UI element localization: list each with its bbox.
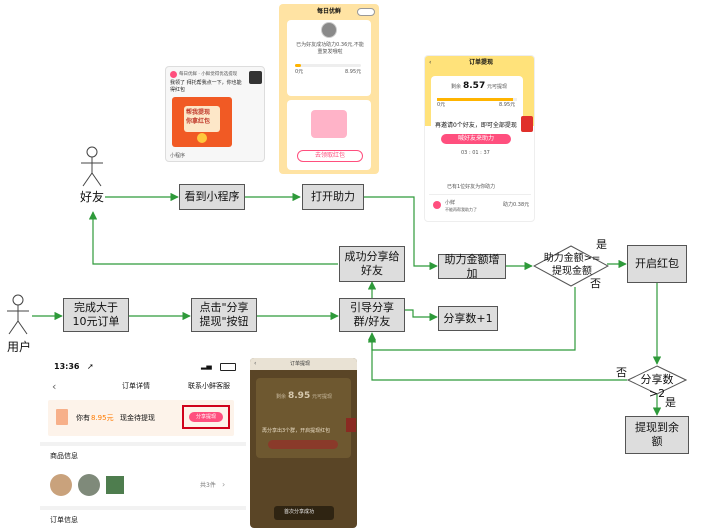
signal-icon: ▂▄	[201, 362, 212, 370]
status-time: 13:36	[54, 362, 80, 371]
thumbnail-icon	[249, 71, 262, 84]
goods-count[interactable]: 共3件	[200, 482, 216, 489]
progress-right-label: 8.95元	[499, 102, 516, 108]
node-guide-share: 引导分享群/好友	[339, 298, 405, 332]
location-icon: ➚	[87, 362, 94, 371]
node-share-plus-one: 分享数+1	[438, 306, 498, 331]
node-help-amount-increase: 助力金额增加	[438, 253, 506, 280]
help-bar-right: 8.95元	[345, 69, 362, 75]
edge-label-share-no: 否	[616, 366, 627, 379]
coupon-icon	[56, 409, 68, 425]
user-actor-icon	[7, 294, 29, 335]
friend-amount: 助力0.38元	[503, 202, 530, 208]
share-success-toast: 首次分享成功	[274, 506, 334, 520]
product-thumb-2	[78, 474, 100, 496]
back-icon[interactable]: ‹	[429, 59, 432, 66]
brand-logo-icon	[170, 71, 177, 78]
node-open-help: 打开助力	[302, 184, 364, 210]
arrow-sharecheck-no-to-guide	[367, 334, 627, 381]
node-open-red-packet: 开启红包	[627, 245, 687, 283]
friend-name: 小鲜	[445, 200, 456, 206]
progress-amount: 8.57	[463, 81, 486, 91]
red-envelope-icon	[521, 116, 533, 132]
user-actor-label: 用户	[7, 340, 32, 354]
help-cta-button[interactable]: 去领取红包	[297, 150, 363, 162]
arrow-open-to-amount	[364, 196, 438, 271]
invite-friend-button[interactable]: 喊好友来助力	[441, 134, 511, 144]
edge-label-amount-no: 否	[590, 277, 601, 290]
help-progress-bar	[295, 64, 361, 67]
progress-bar	[437, 98, 517, 101]
friend-actor-icon	[81, 146, 103, 187]
order-page-title: 订单详情	[122, 382, 150, 390]
node-order-over-10: 完成大于10元订单	[63, 298, 129, 332]
progress-left-label: 0元	[437, 102, 446, 108]
invite-text: 再邀请0个好友，即可全部提现	[435, 122, 517, 129]
edge-label-amount-yes: 是	[596, 238, 607, 251]
help-page-screenshot: 每日优鲜 已为好友成功助力0.36元,不能重复发哦啦 0元 8.95元 去领取红…	[279, 4, 379, 174]
progress-page-screenshot: ‹ 订单提现 剩余 8.57 元可提现 0元 8.95元 再邀请0个好友，即可全…	[424, 55, 535, 222]
share-withdraw-highlight: 分享提现	[182, 405, 230, 429]
node-see-mini-program: 看到小程序	[179, 184, 245, 210]
cash-amount: 8.95元	[91, 414, 114, 422]
countdown: 03 : 01 : 37	[461, 150, 490, 156]
help-bar-left: 0元	[295, 69, 304, 75]
product-thumb-1	[50, 474, 72, 496]
dark-overlay-screenshot: ‹ 订单提现 剩余 8.95 元可提现 再分享出3个群，开启提现红包 首次分享成…	[250, 358, 357, 528]
order-back-icon[interactable]: ‹	[52, 380, 57, 393]
friend-note: 不能再帮我助力了	[445, 207, 477, 212]
friend-record-avatar-icon	[433, 201, 441, 209]
contact-service-link[interactable]: 联系小鲜客服	[188, 382, 230, 390]
red-packet-image: 帮我提现 你拿红包	[172, 97, 232, 147]
capsule-menu-icon	[357, 8, 375, 16]
dark-invite-text: 再分享出3个群，开启提现红包	[262, 428, 331, 434]
friend-avatar-icon	[321, 22, 337, 38]
shopping-cart-image	[311, 110, 347, 138]
dark-back-icon[interactable]: ‹	[254, 360, 257, 367]
progress-page-title: 订单提现	[469, 59, 494, 66]
edge-label-share-yes: 是	[665, 396, 676, 409]
progress-amount-prefix: 剩余	[451, 84, 462, 90]
node-click-share-withdraw: 点击"分享提现"按钮	[191, 298, 257, 332]
goods-label: 商品信息	[50, 452, 78, 460]
product-thumb-3	[106, 476, 124, 494]
dark-cta-button[interactable]	[268, 440, 338, 449]
cash-suffix: 现金待提现	[120, 414, 155, 422]
red-packet-line1: 帮我提现	[186, 109, 211, 116]
share-card-screenshot: 每日优鲜 · 小鲜觉得优选提现 我领了 拜托帮我点一下，你也能得红包 帮我提现 …	[165, 66, 265, 162]
node-amount-check-label: 助力金额>=提现金额	[543, 253, 601, 277]
arrow-success-to-friend	[88, 211, 338, 265]
friend-actor-label: 好友	[80, 190, 105, 204]
toast-text: 首次分享成功	[284, 509, 315, 515]
dark-page-title: 订单提现	[290, 361, 311, 367]
cash-prefix: 你有	[76, 414, 90, 422]
node-withdraw-to-balance: 提现到余额	[625, 416, 689, 454]
share-withdraw-button[interactable]: 分享提现	[189, 412, 223, 422]
card-header: 每日优鲜 · 小鲜觉得优选提现	[179, 72, 238, 77]
node-share-count-diamond	[627, 365, 687, 395]
card-message: 我领了 拜托帮我点一下，你也能得红包	[170, 80, 242, 93]
dark-amount: 8.95	[288, 391, 311, 401]
arrow-guide-to-plusone	[405, 309, 438, 322]
help-page-title: 每日优鲜	[317, 8, 342, 15]
order-info-label: 订单信息	[50, 516, 78, 524]
help-text: 已为好友成功助力0.36元,不能重复发哦啦	[296, 42, 364, 55]
node-share-success: 成功分享给好友	[339, 246, 405, 282]
coin-icon	[197, 133, 207, 143]
card-footer: 小程序	[170, 153, 186, 159]
record-title: 已有1位好友为你助力	[447, 184, 496, 190]
red-packet-line2: 你拿红包	[186, 118, 211, 125]
goods-chevron-icon[interactable]: ›	[222, 480, 226, 489]
battery-icon	[220, 363, 236, 371]
dark-amount-suffix: 元可提现	[312, 394, 333, 400]
node-share-count-label: 分享数>2	[640, 373, 674, 400]
dark-red-envelope-icon	[346, 418, 356, 432]
order-page-screenshot: 13:36 ➚ ▂▄ ‹ 订单详情 联系小鲜客服 你有 8.95元 现金待提现 …	[40, 356, 246, 528]
progress-amount-suffix: 元可提现	[487, 84, 508, 90]
dark-amount-prefix: 剩余	[276, 394, 287, 400]
node-amount-check-diamond	[533, 245, 609, 287]
